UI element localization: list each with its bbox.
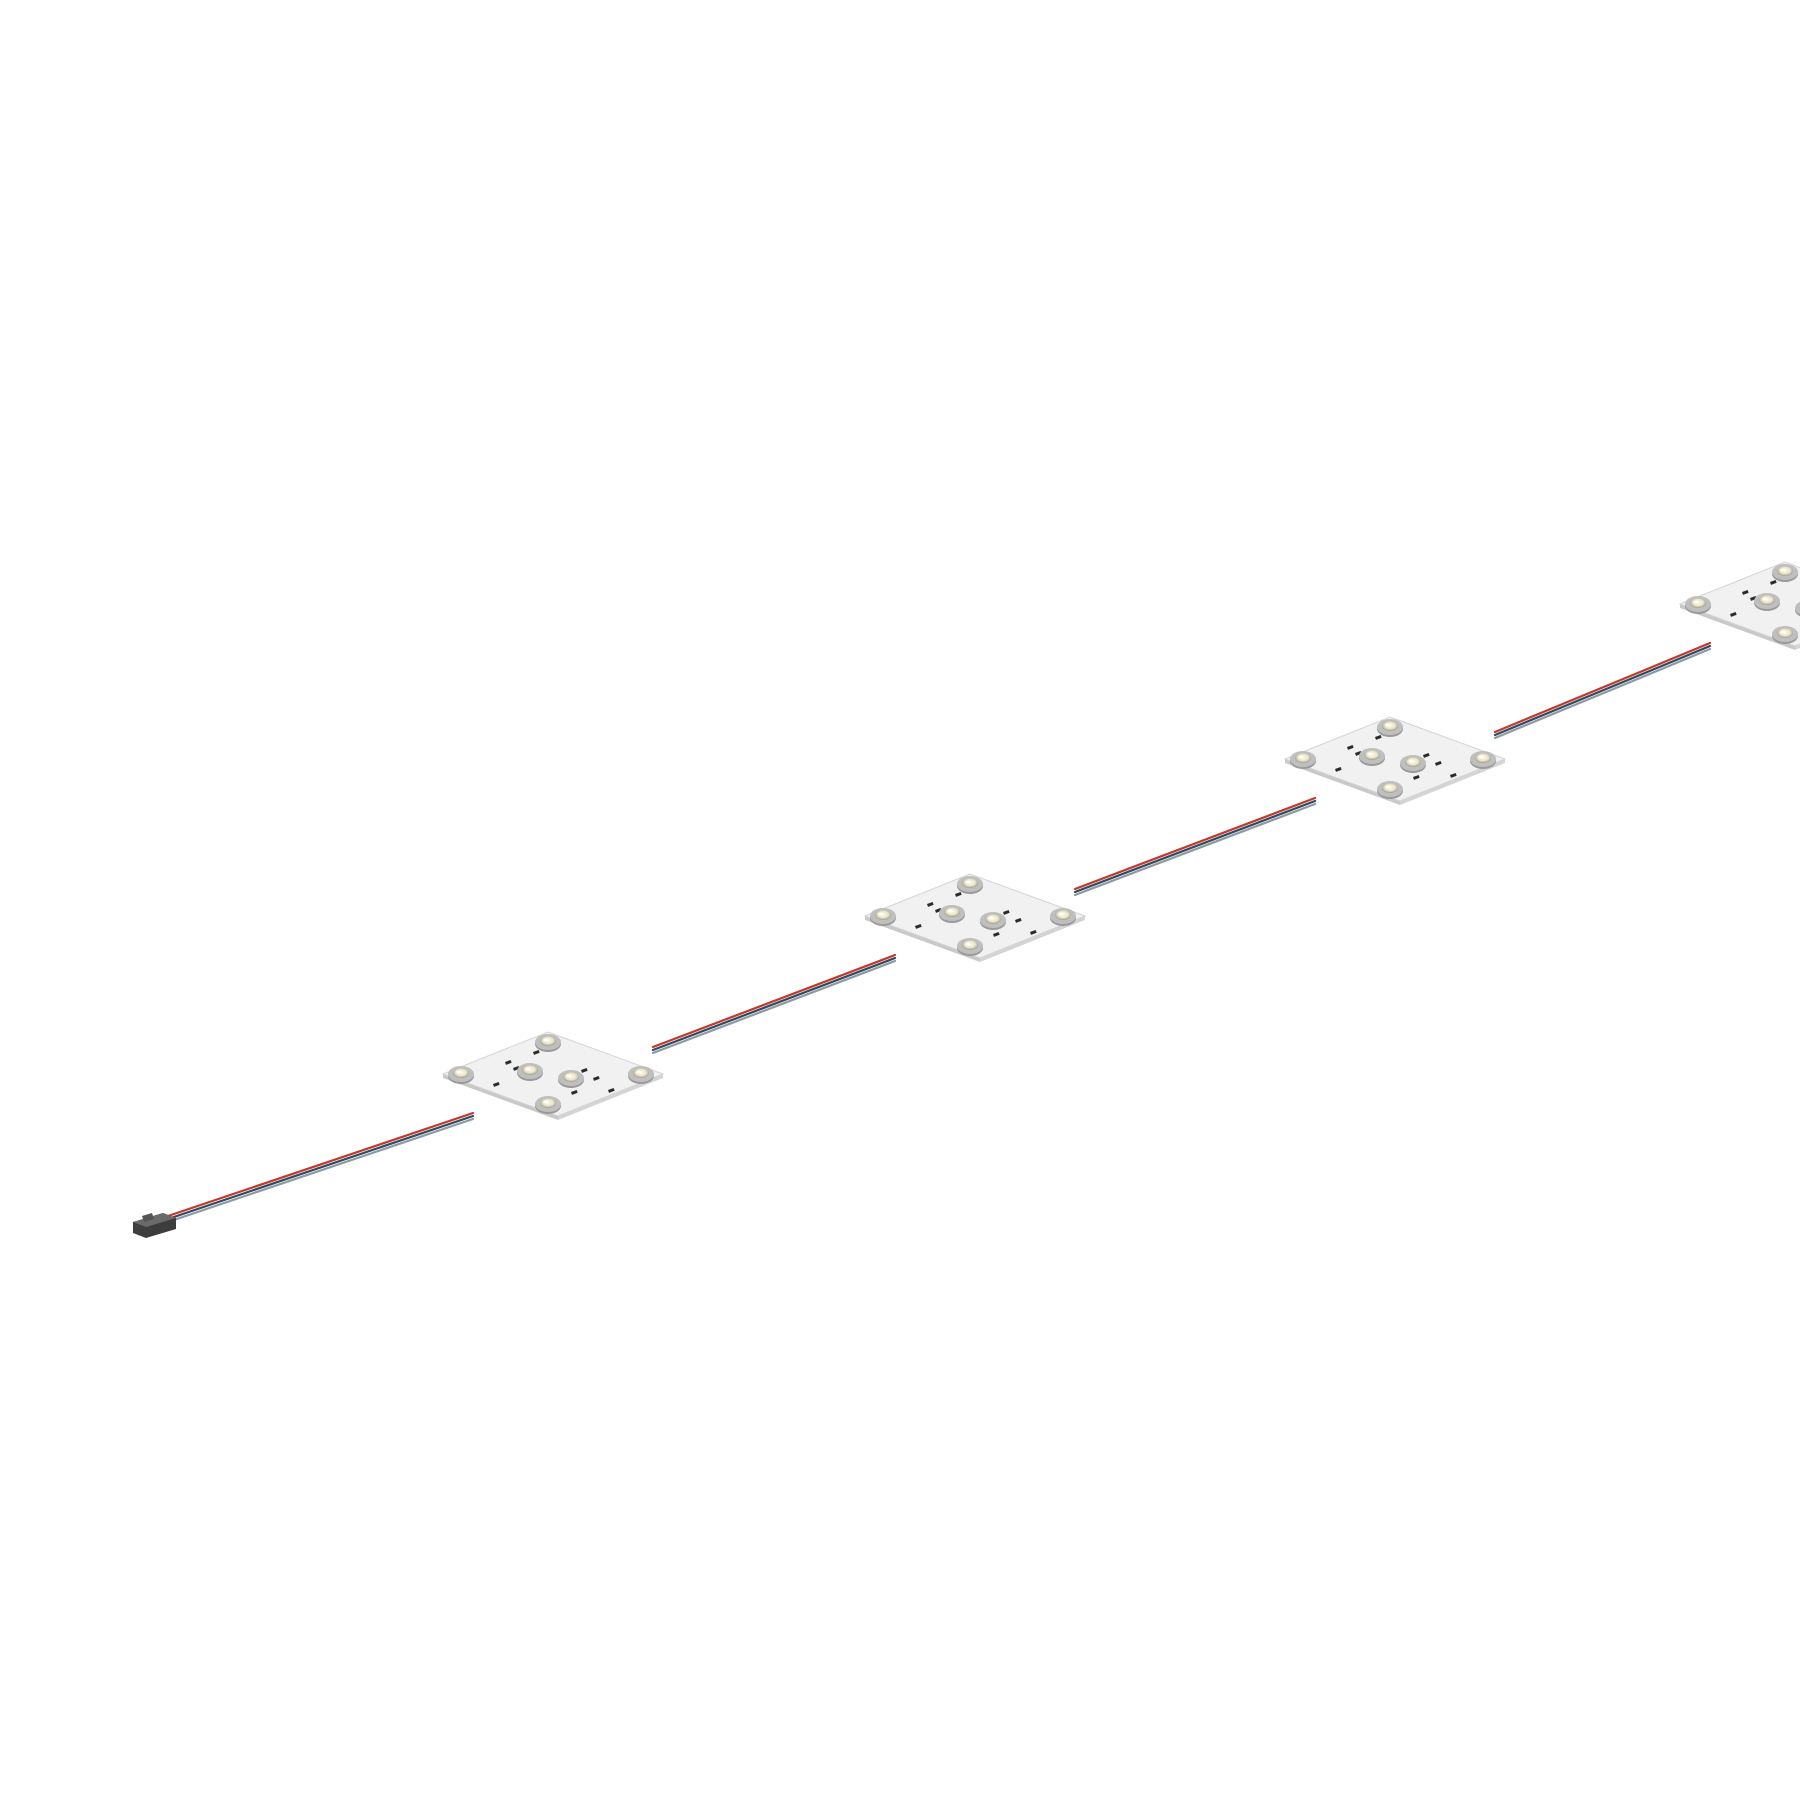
smd-component: [1741, 589, 1749, 595]
circuit-board: [441, 1031, 665, 1117]
wire: [651, 956, 897, 1052]
led-module: [1283, 716, 1507, 805]
smd-component: [493, 1081, 500, 1087]
led-emitter: [939, 905, 965, 923]
smd-component: [1347, 744, 1354, 750]
led-module: [863, 873, 1087, 962]
smd-component: [608, 1087, 615, 1093]
circuit-board: [1283, 716, 1507, 802]
led-emitter: [1772, 564, 1798, 582]
smd-component: [1730, 611, 1737, 617]
led-emitter: [1290, 751, 1316, 769]
led-emitter: [1470, 751, 1496, 769]
smd-component: [993, 931, 1000, 937]
connector-plug: [133, 1213, 176, 1238]
led-emitter: [1359, 748, 1385, 766]
cable-segment: [1493, 641, 1712, 740]
led-emitter: [1377, 719, 1403, 737]
smd-component: [1355, 750, 1362, 756]
led-emitter: [1795, 601, 1800, 617]
smd-component: [571, 1089, 578, 1095]
wire: [1493, 647, 1712, 740]
led-emitter: [980, 912, 1006, 930]
smd-component: [593, 1075, 600, 1081]
led-module: [1678, 561, 1800, 650]
cable-segment: [651, 953, 897, 1055]
smd-component: [513, 1065, 520, 1071]
wire: [1073, 799, 1317, 894]
led-emitter: [448, 1066, 474, 1084]
wire: [1073, 802, 1317, 897]
led-emitter: [1377, 781, 1403, 799]
smd-component: [505, 1059, 512, 1065]
led-emitter: [1400, 755, 1426, 773]
smd-component: [581, 1067, 588, 1073]
led-emitter: [870, 908, 896, 926]
smd-component: [1375, 734, 1382, 740]
wire: [1493, 644, 1712, 737]
led-emitter: [1772, 626, 1798, 644]
led-module: [441, 1031, 665, 1120]
smd-component: [1413, 774, 1420, 780]
led-emitter: [957, 876, 983, 894]
cable-group: [166, 641, 1712, 1224]
module-group: [441, 561, 1800, 1120]
cable-segment: [166, 1111, 475, 1224]
smd-component: [532, 1049, 540, 1055]
led-emitter: [535, 1096, 561, 1114]
wire: [651, 953, 897, 1049]
circuit-board: [1678, 561, 1800, 647]
led-emitter: [517, 1063, 543, 1081]
circuit-board: [863, 873, 1087, 959]
led-emitter: [1685, 596, 1711, 614]
led-emitter: [1754, 593, 1780, 611]
smd-component: [1015, 917, 1022, 923]
smd-component: [1750, 595, 1757, 601]
smd-component: [1003, 909, 1010, 915]
led-emitter: [1050, 908, 1076, 926]
cable-segment: [1073, 796, 1317, 897]
smd-component: [935, 907, 942, 913]
smd-component: [915, 923, 922, 929]
wire: [1073, 796, 1317, 891]
smd-component: [1030, 929, 1037, 935]
led-emitter: [628, 1066, 654, 1084]
smd-component: [1423, 752, 1430, 758]
smd-component: [1335, 766, 1342, 772]
smd-component: [1770, 579, 1777, 585]
led-emitter: [957, 938, 983, 956]
wire: [166, 1114, 475, 1221]
smd-component: [1450, 772, 1457, 778]
wire: [166, 1117, 475, 1224]
wire: [651, 959, 897, 1055]
led-emitter: [535, 1034, 561, 1052]
smd-component: [955, 891, 962, 897]
led-emitter: [558, 1070, 584, 1088]
smd-component: [927, 901, 934, 907]
wire: [1493, 641, 1712, 734]
smd-component: [1435, 760, 1442, 766]
wire: [166, 1111, 475, 1218]
